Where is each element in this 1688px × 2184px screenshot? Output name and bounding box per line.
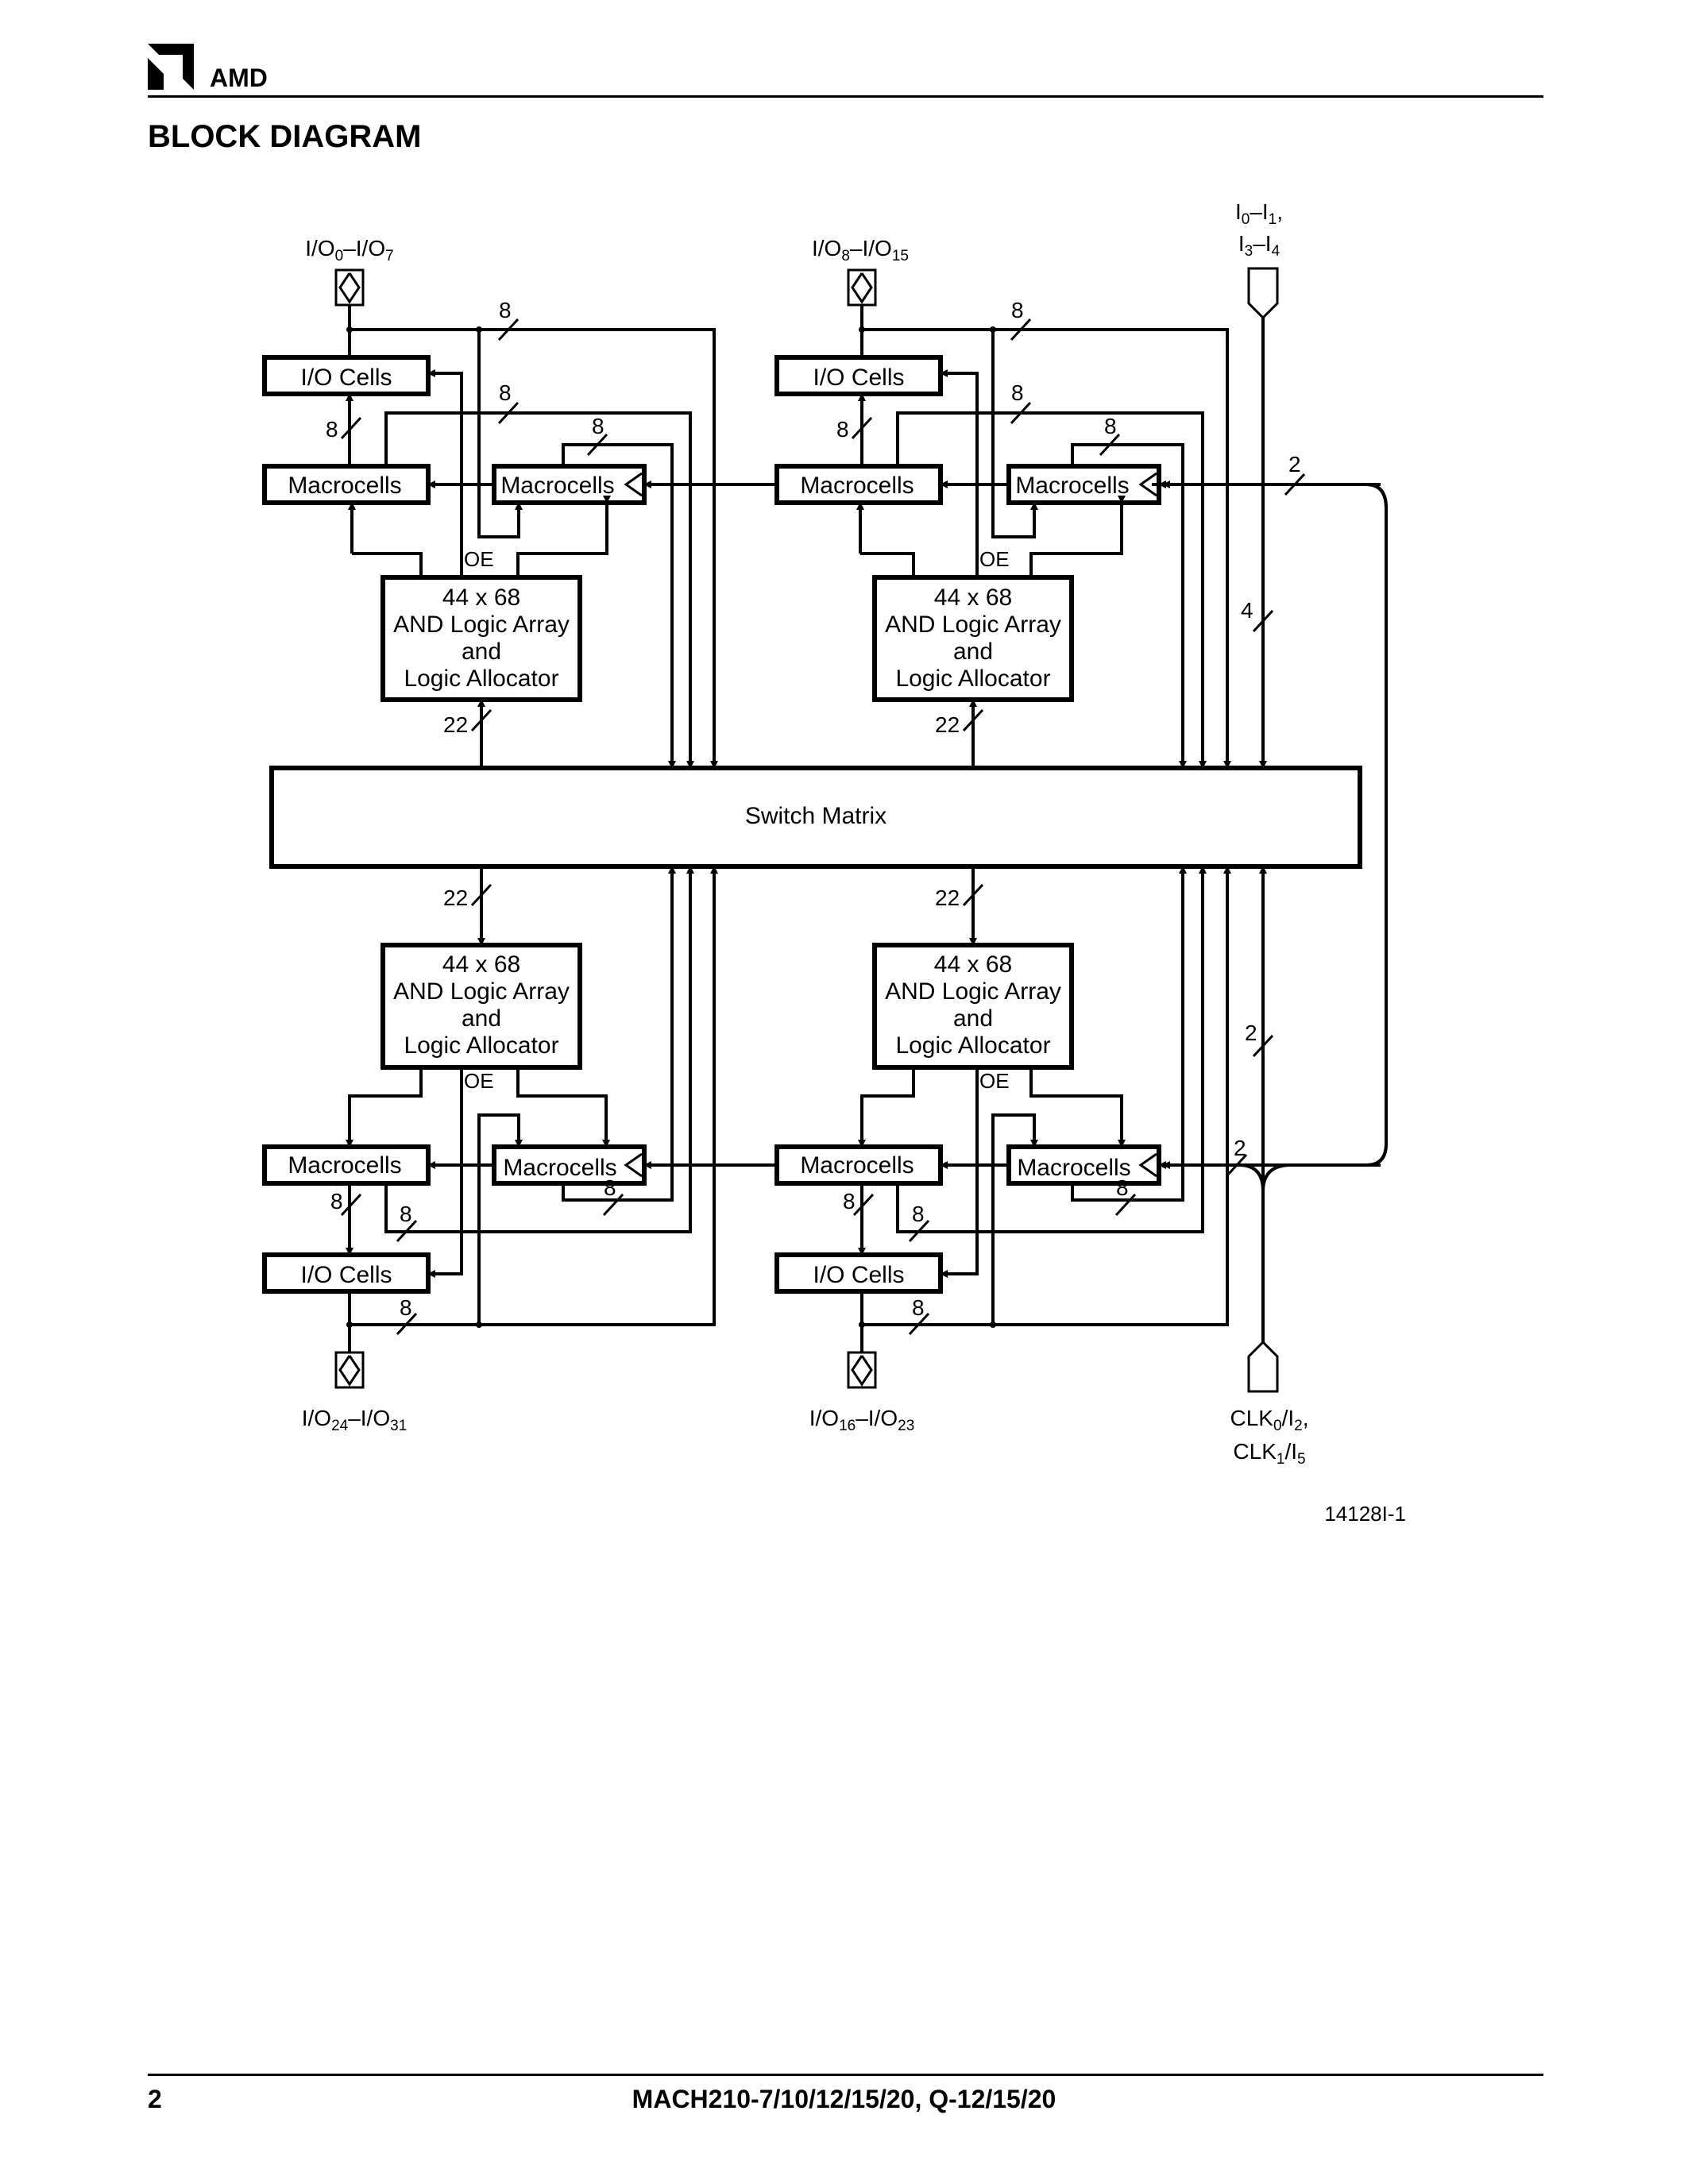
- bus-width-label: 8: [1116, 1175, 1129, 1200]
- and-array-line: 44 x 68: [442, 951, 520, 978]
- bus-width-label: 8: [836, 417, 849, 442]
- io-cells-label: I/O Cells: [813, 365, 904, 391]
- switch-matrix: Switch Matrix: [269, 766, 1362, 869]
- pin-label-inputs-1: I0–I1,: [1235, 199, 1283, 228]
- macrocells-block-tr-a: Macrocells: [774, 464, 943, 505]
- oe-labels: OE OE OE OE: [464, 547, 1010, 1093]
- and-array-line: Logic Allocator: [404, 666, 558, 692]
- and-array-line: AND Logic Array: [885, 978, 1061, 1005]
- and-array-line: Logic Allocator: [404, 1032, 558, 1059]
- pin-label-io-24-31: I/O24–I/O31: [302, 1406, 408, 1434]
- macrocells-label: Macrocells: [800, 473, 914, 499]
- switch-matrix-label: Switch Matrix: [745, 803, 886, 829]
- pin-labels: I/O0–I/O7 I/O8–I/O15 I/O24–I/O31 I/O16–I…: [302, 199, 1309, 1468]
- oe-label: OE: [464, 1069, 494, 1093]
- and-array-line: and: [953, 639, 993, 665]
- and-array-line: Logic Allocator: [895, 666, 1050, 692]
- macrocells-label: Macrocells: [288, 1152, 401, 1179]
- io-cells-label: I/O Cells: [300, 1262, 392, 1288]
- and-array-line: 44 x 68: [934, 951, 1012, 978]
- pin-label-io-8-15: I/O8–I/O15: [812, 236, 909, 264]
- macrocells-label: Macrocells: [1017, 1155, 1130, 1181]
- bus-width-label: 8: [1011, 380, 1024, 405]
- and-array-line: and: [462, 1005, 501, 1032]
- bus-width-label: 2: [1288, 452, 1301, 477]
- header-rule: [148, 95, 1543, 98]
- and-array-line: 44 x 68: [934, 585, 1012, 611]
- wiring: [346, 305, 1388, 1352]
- io-cells-block-tl: I/O Cells: [262, 355, 431, 396]
- macrocells-block-tl-a: Macrocells: [262, 464, 431, 505]
- bus-width-label: 8: [843, 1189, 856, 1214]
- pin-label-clk-1: CLK0/I2,: [1230, 1406, 1309, 1434]
- oe-label: OE: [979, 547, 1010, 571]
- macrocells-block-bl-b: Macrocells: [492, 1144, 647, 1186]
- and-array-line: 44 x 68: [442, 585, 520, 611]
- io-cells-block-tr: I/O Cells: [774, 355, 943, 396]
- and-array-block-br: 44 x 68 AND Logic Array and Logic Alloca…: [872, 943, 1074, 1070]
- io-cells-block-bl: I/O Cells: [262, 1252, 431, 1294]
- footer-rule: [148, 2074, 1543, 2076]
- pin-label-io-16-23: I/O16–I/O23: [809, 1406, 915, 1434]
- macrocells-block-bl-a: Macrocells: [262, 1144, 431, 1186]
- macrocells-label: Macrocells: [500, 473, 614, 499]
- bus-width-label: 22: [935, 712, 960, 737]
- bus-width-label: 4: [1241, 598, 1253, 623]
- io-cells-label: I/O Cells: [813, 1262, 904, 1288]
- bus-width-label: 8: [400, 1202, 412, 1226]
- page-number: 2: [148, 2085, 162, 2113]
- bus-width-label: 22: [443, 886, 468, 910]
- io-cells-label: I/O Cells: [300, 365, 392, 391]
- bus-width-label: 2: [1245, 1021, 1257, 1045]
- oe-label: OE: [979, 1069, 1010, 1093]
- bus-width-label: 8: [912, 1202, 925, 1226]
- and-array-line: AND Logic Array: [393, 612, 570, 638]
- macrocells-label: Macrocells: [1015, 473, 1129, 499]
- io-pin-icon: [334, 268, 877, 1389]
- and-array-line: Logic Allocator: [895, 1032, 1050, 1059]
- bus-slashes: [340, 318, 1306, 1336]
- pin-label-io-0-7: I/O0–I/O7: [305, 236, 393, 264]
- pin-label-clk-2: CLK1/I5: [1233, 1439, 1305, 1468]
- and-array-block-tl: 44 x 68 AND Logic Array and Logic Alloca…: [380, 575, 582, 702]
- header-brand: AMD: [210, 64, 268, 92]
- macrocells-block-br-a: Macrocells: [774, 1144, 943, 1186]
- macrocells-label: Macrocells: [503, 1155, 616, 1181]
- document-title: MACH210-7/10/12/15/20, Q-12/15/20: [632, 2085, 1056, 2113]
- macrocells-block-tr-b: Macrocells: [1006, 464, 1161, 505]
- pin-label-inputs-2: I3–I4: [1238, 231, 1280, 260]
- bus-width-label: 8: [330, 1189, 343, 1214]
- macrocells-label: Macrocells: [288, 473, 401, 499]
- and-array-line: and: [462, 639, 501, 665]
- bus-labels: 8 8 8 8 22 8 8 8 8 22 2 4 22 22 2 2 8 8 …: [326, 298, 1301, 1320]
- oe-label: OE: [464, 547, 494, 571]
- bus-width-label: 2: [1234, 1136, 1246, 1160]
- bus-width-label: 8: [912, 1295, 925, 1320]
- bus-width-label: 22: [443, 712, 468, 737]
- and-array-line: AND Logic Array: [393, 978, 570, 1005]
- macrocells-block-tl-b: Macrocells: [492, 464, 647, 505]
- amd-logo-icon: [148, 44, 194, 90]
- bus-width-label: 8: [604, 1175, 616, 1200]
- bus-width-label: 8: [592, 414, 605, 438]
- clk-pin-icon: [1247, 1340, 1279, 1393]
- and-array-block-bl: 44 x 68 AND Logic Array and Logic Alloca…: [380, 943, 582, 1070]
- io-cells-block-br: I/O Cells: [774, 1252, 943, 1294]
- input-pin-icon: [1247, 267, 1279, 320]
- and-array-line: AND Logic Array: [885, 612, 1061, 638]
- bus-width-label: 8: [1011, 298, 1024, 322]
- section-title: BLOCK DIAGRAM: [148, 119, 422, 154]
- bus-width-label: 8: [499, 298, 512, 322]
- bus-width-label: 8: [499, 380, 512, 405]
- and-array-line: and: [953, 1005, 993, 1032]
- bus-width-label: 8: [400, 1295, 412, 1320]
- bus-width-label: 8: [326, 417, 338, 442]
- figure-id: 14128I-1: [1324, 1502, 1406, 1526]
- macrocells-block-br-b: Macrocells: [1006, 1144, 1161, 1186]
- bus-width-label: 22: [935, 886, 960, 910]
- macrocells-label: Macrocells: [800, 1152, 914, 1179]
- and-array-block-tr: 44 x 68 AND Logic Array and Logic Alloca…: [872, 575, 1074, 702]
- bus-width-label: 8: [1104, 414, 1117, 438]
